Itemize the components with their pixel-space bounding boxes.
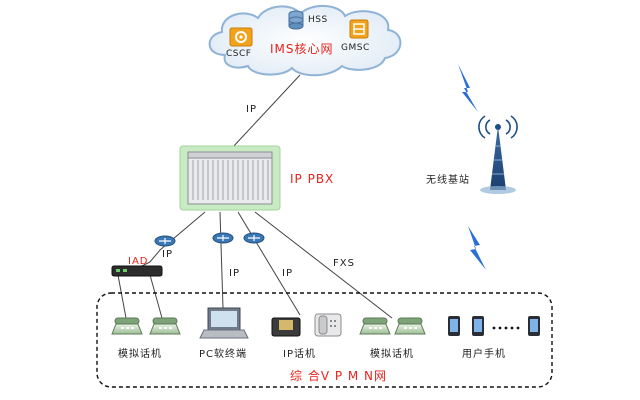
analog-phone-icon: [111, 317, 143, 335]
vpmn-boundary: [96, 292, 553, 388]
link-pbx-ipphone: [237, 211, 301, 316]
ims-cloud: CSCF HSS GMSC IMS核心网: [208, 5, 402, 77]
desk-phone-icon: [314, 313, 342, 337]
link-label-cloud-pbx: IP: [246, 104, 257, 115]
radio-waves-icon: [478, 115, 518, 139]
mobile-phone-icon: [472, 316, 484, 336]
link-label-pbx-ipphone: IP: [282, 268, 293, 279]
routers: [154, 232, 265, 247]
ip-phone-icon: [271, 317, 301, 337]
link-label-pbx-analog: FXS: [333, 258, 355, 269]
analog-phone-icon: [359, 317, 391, 335]
ip-phone-label: IP话机: [283, 347, 316, 360]
pbx-card-slots: [192, 160, 269, 200]
pbx-chassis-icon: [187, 151, 273, 205]
iad-box-icon: [111, 265, 163, 277]
link-cloud-pbx: [231, 74, 301, 149]
ip-pbx: IP PBX: [179, 145, 334, 211]
base-station: 无线基站: [426, 64, 518, 270]
gmsc-label: GMSC: [341, 43, 370, 53]
pbx-chassis-top: [187, 151, 273, 159]
router-icon: [243, 232, 265, 244]
link-label-pbx-pc: IP: [229, 268, 240, 279]
pbx-label: IP PBX: [290, 172, 334, 186]
cscf-gear-icon: [229, 27, 253, 47]
laptop-icon: [199, 307, 249, 339]
router-icon: [154, 235, 176, 247]
mobile-phone-icon: [528, 316, 540, 336]
vpmn-label: 综 合V P M N网: [290, 368, 387, 383]
hss-label: HSS: [308, 15, 328, 25]
analog-phones-left-label: 模拟话机: [118, 347, 162, 360]
links: [117, 74, 393, 319]
link-pbx-iad: [137, 211, 206, 269]
mobile-phone-icon: [448, 316, 460, 336]
hss-database-icon: [288, 10, 304, 30]
iad-device: IAD: [111, 256, 163, 277]
link-pbx-analog: [254, 211, 393, 319]
tower-icon: [480, 124, 516, 194]
iad-label: IAD: [128, 256, 149, 267]
gmsc-switch-icon: [349, 19, 369, 39]
analog-phone-icon: [149, 317, 181, 335]
user-mobiles-label: 用户手机: [462, 347, 506, 360]
analog-phones-right-label: 模拟话机: [370, 347, 414, 360]
router-icon: [212, 232, 234, 244]
wireless-signal-icon: [468, 226, 486, 270]
link-iad-phones-2: [149, 274, 163, 319]
link-pbx-pc: [219, 211, 224, 309]
analog-phone-icon: [394, 317, 426, 335]
cloud-title: IMS核心网: [270, 42, 334, 56]
pc-terminal-label: PC软终端: [199, 347, 247, 360]
link-label-pbx-iad: IP: [162, 249, 173, 260]
link-iad-phones: [117, 274, 127, 319]
wireless-signal-icon: [458, 64, 478, 112]
base-station-label: 无线基站: [426, 173, 470, 186]
ellipsis-icon: [492, 326, 520, 330]
cscf-label: CSCF: [226, 49, 251, 59]
